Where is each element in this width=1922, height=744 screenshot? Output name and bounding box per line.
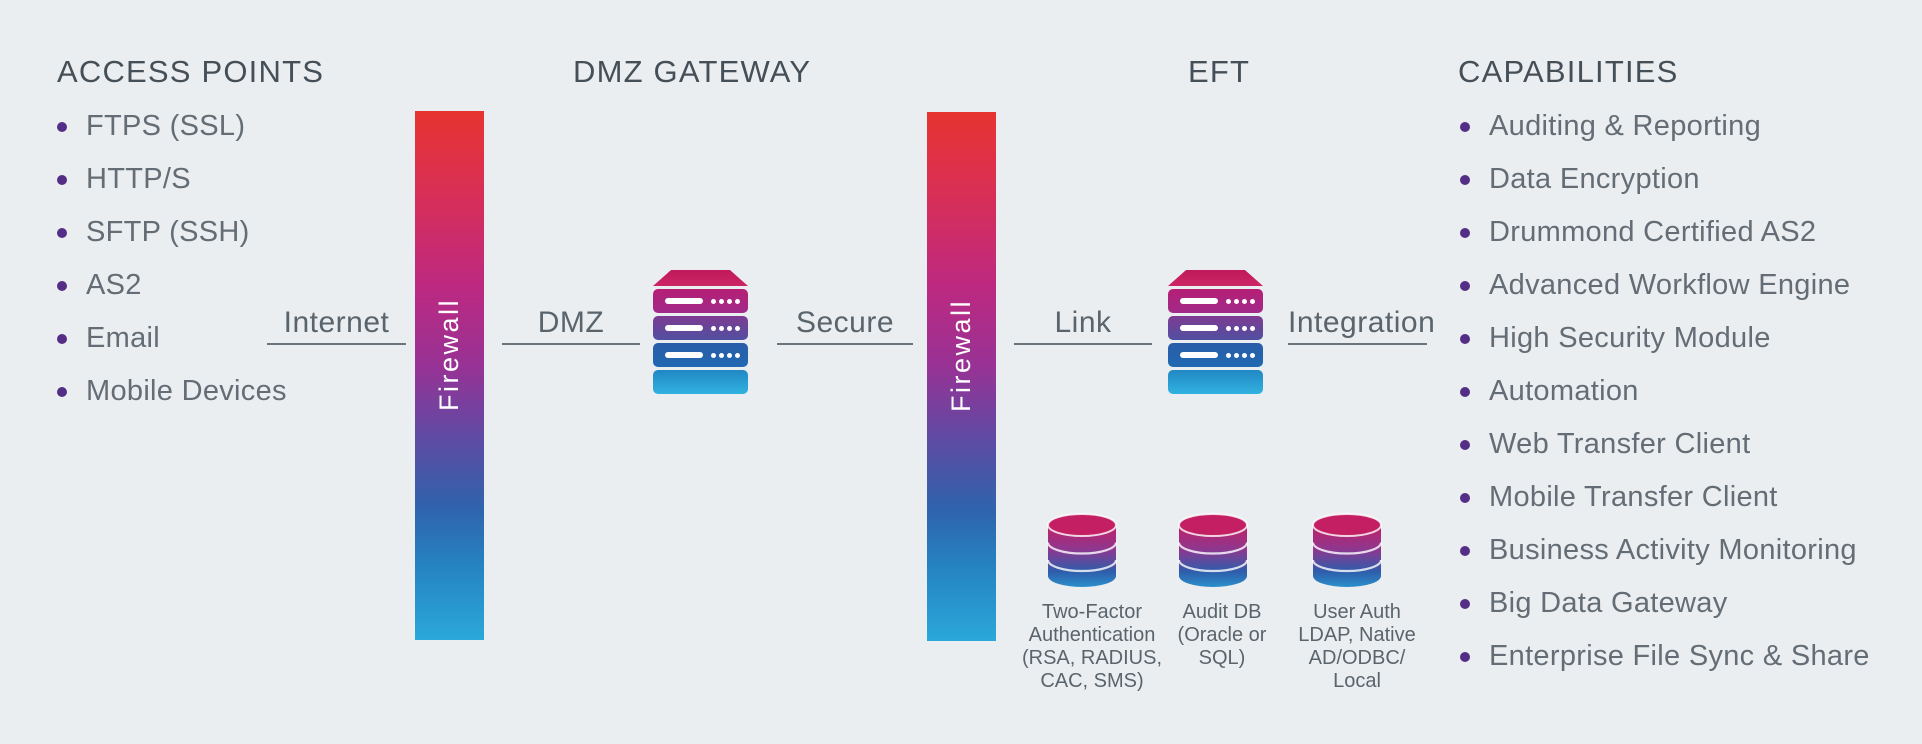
database-label-line: (RSA, RADIUS, — [1021, 647, 1163, 669]
server-rack-unit — [1168, 316, 1263, 340]
connection-label-secure: Secure — [777, 306, 913, 345]
connection-text: Internet — [283, 306, 390, 339]
server-led-bar — [665, 325, 703, 331]
database-label-line: CAC, SMS) — [1040, 670, 1144, 692]
connection-underline — [777, 343, 913, 345]
access-points-list: FTPS (SSL) HTTP/S SFTP (SSH) AS2 Email M… — [57, 100, 287, 418]
database-label: Audit DB (Oracle or SQL) — [1122, 601, 1322, 670]
server-rack-unit — [1168, 343, 1263, 367]
server-led-dots — [1226, 352, 1255, 358]
firewall-bar-left: Firewall — [415, 111, 484, 640]
list-item: Drummond Certified AS2 — [1460, 206, 1870, 259]
section-title-access-points: ACCESS POINTS — [57, 54, 325, 89]
database-icon — [1311, 513, 1383, 587]
database-label-line: Local — [1333, 670, 1381, 692]
list-item: Advanced Workflow Engine — [1460, 259, 1870, 312]
connection-underline — [1014, 343, 1152, 345]
list-item: Web Transfer Client — [1460, 418, 1870, 471]
connection-text: Link — [1054, 306, 1112, 339]
server-led-dots — [1226, 325, 1255, 331]
database-label-line: Authentication — [1028, 624, 1156, 646]
server-led-bar — [1180, 325, 1218, 331]
list-item: Auditing & Reporting — [1460, 100, 1870, 153]
list-item: Email — [57, 312, 287, 365]
list-item: High Security Module — [1460, 312, 1870, 365]
list-item: SFTP (SSH) — [57, 206, 287, 259]
connection-underline — [502, 343, 640, 345]
database-label-line: Audit DB — [1182, 601, 1262, 623]
server-rack-unit — [653, 316, 748, 340]
firewall-bar-right: Firewall — [927, 112, 996, 641]
database-label-line: (Oracle or — [1177, 624, 1267, 646]
list-item: AS2 — [57, 259, 287, 312]
list-item: Automation — [1460, 365, 1870, 418]
database-label-line: LDAP, Native — [1298, 624, 1416, 646]
connection-label-integration: Integration — [1288, 306, 1436, 345]
connection-text: DMZ — [537, 306, 605, 339]
dmz-gateway-server-icon — [653, 270, 748, 394]
database-label: Two-Factor Authentication (RSA, RADIUS, … — [992, 601, 1192, 693]
server-led-dots — [711, 298, 740, 304]
server-led-dots — [711, 325, 740, 331]
eft-server-icon — [1168, 270, 1263, 394]
list-item: Data Encryption — [1460, 153, 1870, 206]
server-led-dots — [1226, 298, 1255, 304]
server-led-bar — [665, 352, 703, 358]
list-item: Business Activity Monitoring — [1460, 524, 1870, 577]
list-item: FTPS (SSL) — [57, 100, 287, 153]
server-lid — [653, 270, 748, 286]
server-rack-unit — [1168, 289, 1263, 313]
connection-underline — [267, 343, 406, 345]
list-item: Enterprise File Sync & Share — [1460, 630, 1870, 683]
database-label-line: AD/ODBC/ — [1308, 647, 1406, 669]
firewall-label: Firewall — [946, 298, 976, 412]
database-label: User Auth LDAP, Native AD/ODBC/ Local — [1257, 601, 1457, 693]
firewall-label: Firewall — [434, 297, 464, 411]
server-rack-unit — [1168, 370, 1263, 394]
server-led-bar — [1180, 352, 1218, 358]
database-label-line: SQL) — [1198, 647, 1246, 669]
list-item: Mobile Devices — [57, 365, 287, 418]
connection-label-dmz: DMZ — [502, 306, 640, 345]
list-item: HTTP/S — [57, 153, 287, 206]
server-rack-unit — [653, 289, 748, 313]
server-rack-unit — [653, 343, 748, 367]
server-led-bar — [665, 298, 703, 304]
database-label-line: User Auth — [1313, 601, 1401, 623]
database-icon — [1177, 513, 1249, 587]
server-lid — [1168, 270, 1263, 286]
connection-text: Secure — [795, 306, 895, 339]
server-rack-unit — [653, 370, 748, 394]
list-item: Big Data Gateway — [1460, 577, 1870, 630]
database-icon — [1046, 513, 1118, 587]
connection-text: Integration — [1288, 306, 1436, 339]
server-led-dots — [711, 352, 740, 358]
database-label-line: Two-Factor — [1041, 601, 1143, 623]
section-title-eft: EFT — [1188, 54, 1251, 89]
connection-label-internet: Internet — [267, 306, 406, 345]
section-title-capabilities: CAPABILITIES — [1458, 54, 1679, 89]
list-item: Mobile Transfer Client — [1460, 471, 1870, 524]
capabilities-list: Auditing & Reporting Data Encryption Dru… — [1460, 100, 1870, 683]
connection-underline — [1288, 343, 1427, 345]
section-title-dmz-gateway: DMZ GATEWAY — [573, 54, 812, 89]
connection-label-link: Link — [1014, 306, 1152, 345]
server-led-bar — [1180, 298, 1218, 304]
